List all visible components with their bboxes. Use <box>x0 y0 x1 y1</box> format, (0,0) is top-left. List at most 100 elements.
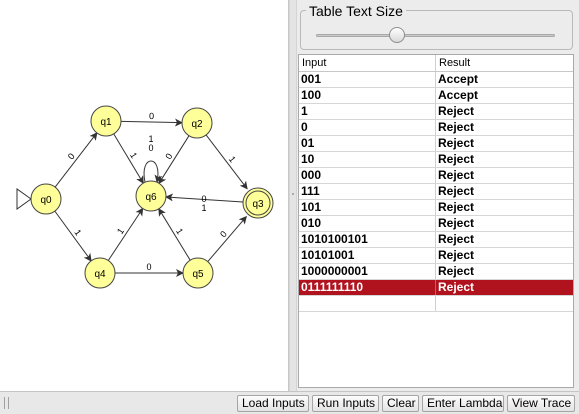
clear-button[interactable]: Clear <box>382 395 419 412</box>
transition-q2-q3[interactable]: 1 <box>205 134 248 190</box>
split-pane-divider[interactable] <box>289 0 297 391</box>
input-cell[interactable] <box>299 296 436 311</box>
column-header-input[interactable]: Input <box>299 55 436 71</box>
input-cell[interactable]: 100 <box>299 88 436 103</box>
transition-q5-q3[interactable]: 0 <box>207 215 247 262</box>
transition-arrow <box>107 207 144 261</box>
transition-label: 1 <box>227 154 238 164</box>
input-cell[interactable]: 010 <box>299 216 436 231</box>
transition-q5-q6[interactable]: 1 <box>158 207 191 261</box>
input-cell[interactable]: 0111111110 <box>299 280 436 295</box>
transition-q1-q2[interactable]: 0 <box>120 111 184 127</box>
text-size-slider-knob[interactable] <box>389 27 406 43</box>
toolbar-grip-icon[interactable] <box>4 397 9 409</box>
divider-grip <box>292 193 294 195</box>
transition-q0-q1[interactable]: 0 <box>54 132 98 188</box>
state-q1[interactable]: q1 <box>90 105 122 137</box>
state-q6[interactable]: q6 <box>135 180 167 212</box>
table-header: Input Result <box>299 55 573 72</box>
view-trace-button[interactable]: View Trace <box>507 395 575 412</box>
text-size-slider-track[interactable] <box>316 34 555 37</box>
transition-label: 0 <box>149 111 154 121</box>
transition-arrow <box>164 193 244 203</box>
result-cell: Reject <box>438 216 475 230</box>
result-cell: Reject <box>438 232 475 246</box>
state-q4[interactable]: q4 <box>84 257 116 289</box>
table-row[interactable] <box>299 296 573 312</box>
input-cell[interactable]: 1 <box>299 104 436 119</box>
input-cell[interactable]: 000 <box>299 168 436 183</box>
transition-label: 1 <box>174 227 185 236</box>
transition-arrow <box>113 133 144 184</box>
transition-arrow <box>143 160 163 183</box>
input-cell[interactable]: 101 <box>299 200 436 215</box>
input-cell[interactable]: 10 <box>299 152 436 167</box>
input-cell[interactable]: 1010100101 <box>299 232 436 247</box>
table-text-size-title: Table Text Size <box>306 3 406 19</box>
result-cell: Reject <box>438 264 475 278</box>
state-label: q3 <box>252 199 264 210</box>
final-state-ring <box>245 190 271 216</box>
transition-label: 1 <box>115 226 126 236</box>
state-q2[interactable]: q2 <box>181 107 213 139</box>
state-circle <box>181 107 213 139</box>
input-cell[interactable]: 1000000001 <box>299 264 436 279</box>
transition-arrow <box>120 118 184 127</box>
transition-label: 0 <box>66 151 77 161</box>
transition-arrow <box>158 135 190 185</box>
result-cell: Reject <box>438 120 475 134</box>
input-cell[interactable]: 0 <box>299 120 436 135</box>
transition-label: 1 <box>72 227 83 237</box>
transition-arrow <box>207 215 247 262</box>
transition-q4-q6[interactable]: 1 <box>107 207 144 261</box>
transition-q4-q5[interactable]: 0 <box>115 262 184 277</box>
transition-q2-q6[interactable]: 0 <box>158 135 190 185</box>
run-inputs-button[interactable]: Run Inputs <box>312 395 379 412</box>
state-q3[interactable]: q3 <box>242 187 274 219</box>
result-cell: Reject <box>438 248 475 262</box>
input-cell[interactable]: 01 <box>299 136 436 151</box>
result-cell <box>436 296 573 311</box>
state-circle <box>135 180 167 212</box>
input-cell[interactable]: 001 <box>299 72 436 87</box>
transition-q1-q6[interactable]: 1 <box>113 133 144 184</box>
transition-label: 0 <box>163 152 174 162</box>
load-inputs-button[interactable]: Load Inputs <box>237 395 309 412</box>
result-cell: Reject <box>438 280 475 294</box>
transition-label: 1 <box>128 151 139 160</box>
state-circle <box>242 187 274 219</box>
state-circle <box>90 105 122 137</box>
transition-q0-q4[interactable]: 1 <box>54 210 92 262</box>
input-cell[interactable]: 10101001 <box>299 248 436 263</box>
transition-arrow <box>54 210 92 262</box>
column-header-result[interactable]: Result <box>439 57 471 69</box>
input-cell[interactable]: 111 <box>299 184 436 199</box>
state-circle <box>30 183 62 215</box>
state-q0[interactable]: q0 <box>16 183 62 215</box>
table-text-size-group: Table Text Size <box>300 3 573 50</box>
enter-lambda-button[interactable]: Enter Lambda <box>422 395 504 412</box>
state-q5[interactable]: q5 <box>182 257 214 289</box>
result-cell: Reject <box>438 136 475 150</box>
bottom-toolbar: Load Inputs Run Inputs Clear Enter Lambd… <box>0 391 579 414</box>
